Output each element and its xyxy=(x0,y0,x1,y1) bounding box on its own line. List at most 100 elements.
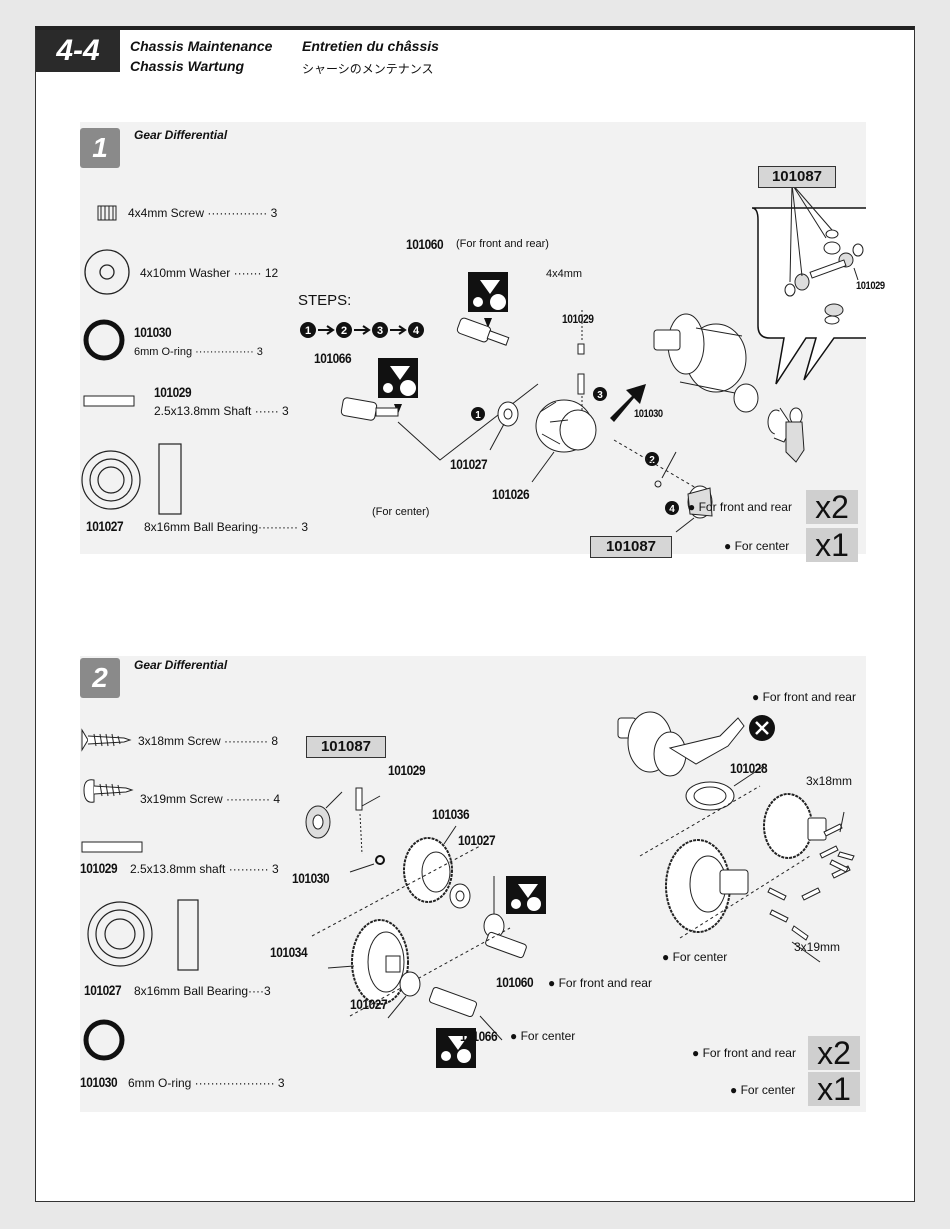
svg-text:2: 2 xyxy=(649,455,655,466)
step2-title: Gear Differential xyxy=(134,658,228,672)
outdrive-part xyxy=(456,317,510,346)
shaft-label: 2.5x13.8mm Shaft ······ 3 xyxy=(154,404,289,418)
pn-101029: 101029 xyxy=(562,312,594,326)
screw18-label: 3x18mm Screw ··········· 8 xyxy=(138,734,278,748)
qty-center-mult: x1 xyxy=(808,1072,860,1106)
diff-assembly xyxy=(617,711,745,811)
part-box-101087-top: 101087 xyxy=(758,166,836,188)
svg-text:4: 4 xyxy=(669,504,675,515)
center-mid: ● For center xyxy=(510,1029,576,1043)
outdrive-part xyxy=(340,397,399,421)
for-center-paren: (For center) xyxy=(372,506,430,518)
pn-101026: 101026 xyxy=(492,486,530,502)
title-jp: シャーシのメンテナンス xyxy=(302,62,434,76)
step1-panel: 1 Gear Differential xyxy=(80,122,885,562)
qty-center-label: ● For center xyxy=(730,1083,796,1097)
ring-gear xyxy=(763,793,827,859)
screw-size-label: 4x4mm xyxy=(546,268,583,280)
front-rear-mid: ● For front and rear xyxy=(548,976,652,990)
bevel-gear xyxy=(305,805,331,839)
washer-icon xyxy=(84,249,130,295)
step2-number: 2 xyxy=(80,658,120,698)
part-box-101087: 101087 xyxy=(306,736,386,758)
screw-icon xyxy=(83,779,134,803)
screw-label: 4x4mm Screw ··············· 3 xyxy=(128,206,278,220)
manual-page: 4-4 Chassis Maintenance Entretien du châ… xyxy=(35,26,915,1202)
pn-101028: 101028 xyxy=(730,760,768,776)
diff-case xyxy=(535,399,597,453)
svg-text:1: 1 xyxy=(305,325,311,337)
arrow-icon xyxy=(610,384,646,422)
section-number: 4-4 xyxy=(36,30,120,72)
screw-icon xyxy=(81,728,132,752)
bevel-gear xyxy=(687,485,713,519)
qty-front-rear-label: ● For front and rear xyxy=(692,1046,796,1060)
grease-icon xyxy=(378,358,418,414)
washer-label: 4x10mm Washer ······· 12 xyxy=(140,266,279,280)
bearing-label: 8x16mm Ball Bearing····3 xyxy=(134,984,271,998)
svg-text:3: 3 xyxy=(377,325,383,337)
svg-text:1: 1 xyxy=(475,410,481,421)
title-en: Chassis Maintenance xyxy=(130,38,273,54)
qty-center-mult: x1 xyxy=(806,528,858,562)
grease-icon xyxy=(506,876,546,914)
oring-label: 6mm O-ring ···················· 3 xyxy=(128,1076,285,1090)
pn-101027: 101027 xyxy=(450,456,488,472)
part-box-101087-bottom: 101087 xyxy=(590,536,672,558)
pn-101029: 101029 xyxy=(388,762,426,778)
shaft-icon xyxy=(83,395,135,407)
title-fr: Entretien du châssis xyxy=(302,38,439,54)
bearing-part-number: 101027 xyxy=(86,518,124,534)
pn-101060: 101060 xyxy=(406,236,444,252)
oring-part-number: 101030 xyxy=(80,1074,118,1090)
detail-pn-101029: 101029 xyxy=(856,280,885,292)
step2-panel: 2 Gear Differential xyxy=(80,656,866,1112)
grease-icon xyxy=(468,272,508,328)
pn-101066: 101066 xyxy=(460,1028,498,1044)
bearing-icon xyxy=(81,443,182,515)
screw18-size: 3x18mm xyxy=(806,774,853,788)
bearing-part xyxy=(497,401,519,427)
pn-101027a: 101027 xyxy=(458,832,496,848)
shaft-part-number: 101029 xyxy=(80,860,118,876)
qty-front-rear-mult: x2 xyxy=(806,490,858,524)
screw-icon xyxy=(97,205,117,221)
step2-diagram xyxy=(81,711,855,1068)
shaft-label: 2.5x13.8mm shaft ·········· 3 xyxy=(130,862,279,876)
svg-text:2: 2 xyxy=(341,325,347,337)
title-de: Chassis Wartung xyxy=(130,58,245,74)
pn-101027b: 101027 xyxy=(350,996,388,1012)
pn-101036: 101036 xyxy=(432,806,470,822)
diff-assembly xyxy=(653,313,805,463)
bearing-part-number: 101027 xyxy=(84,982,122,998)
qty-center-label: ● For center xyxy=(724,539,790,553)
screw-icon xyxy=(767,823,855,941)
qty-front-rear-mult: x2 xyxy=(808,1036,860,1070)
step1-diagram: 1 2 3 4 xyxy=(81,183,866,533)
oring-icon xyxy=(83,319,125,361)
oring-label: 6mm O-ring ················ 3 xyxy=(134,346,263,358)
front-rear-top: ● For front and rear xyxy=(752,690,856,704)
ring-gear xyxy=(403,837,471,909)
outdrive-part xyxy=(485,931,527,959)
pn-101030: 101030 xyxy=(292,870,330,886)
svg-text:4: 4 xyxy=(413,325,420,337)
step1-number: 1 xyxy=(80,128,120,168)
screw19-label: 3x19mm Screw ··········· 4 xyxy=(140,792,280,806)
pn-101034: 101034 xyxy=(270,944,308,960)
steps-label: STEPS: xyxy=(298,292,352,309)
center-right: ● For center xyxy=(662,950,728,964)
bearing-icon xyxy=(87,899,199,971)
oring-part-number: 101030 xyxy=(134,324,172,340)
pn-101030: 101030 xyxy=(634,408,663,420)
spur-gear xyxy=(351,919,409,1005)
screw19-size: 3x19mm xyxy=(794,940,841,954)
shaft-icon xyxy=(81,841,143,853)
svg-text:3: 3 xyxy=(597,390,603,401)
pn-101060: 101060 xyxy=(496,974,534,990)
detail-parts xyxy=(784,229,864,325)
qty-front-rear-label: ● For front and rear xyxy=(688,500,792,514)
bearing-label: 8x16mm Ball Bearing·········· 3 xyxy=(144,520,309,534)
pn-101066: 101066 xyxy=(314,350,352,366)
step1-title: Gear Differential xyxy=(134,128,228,142)
